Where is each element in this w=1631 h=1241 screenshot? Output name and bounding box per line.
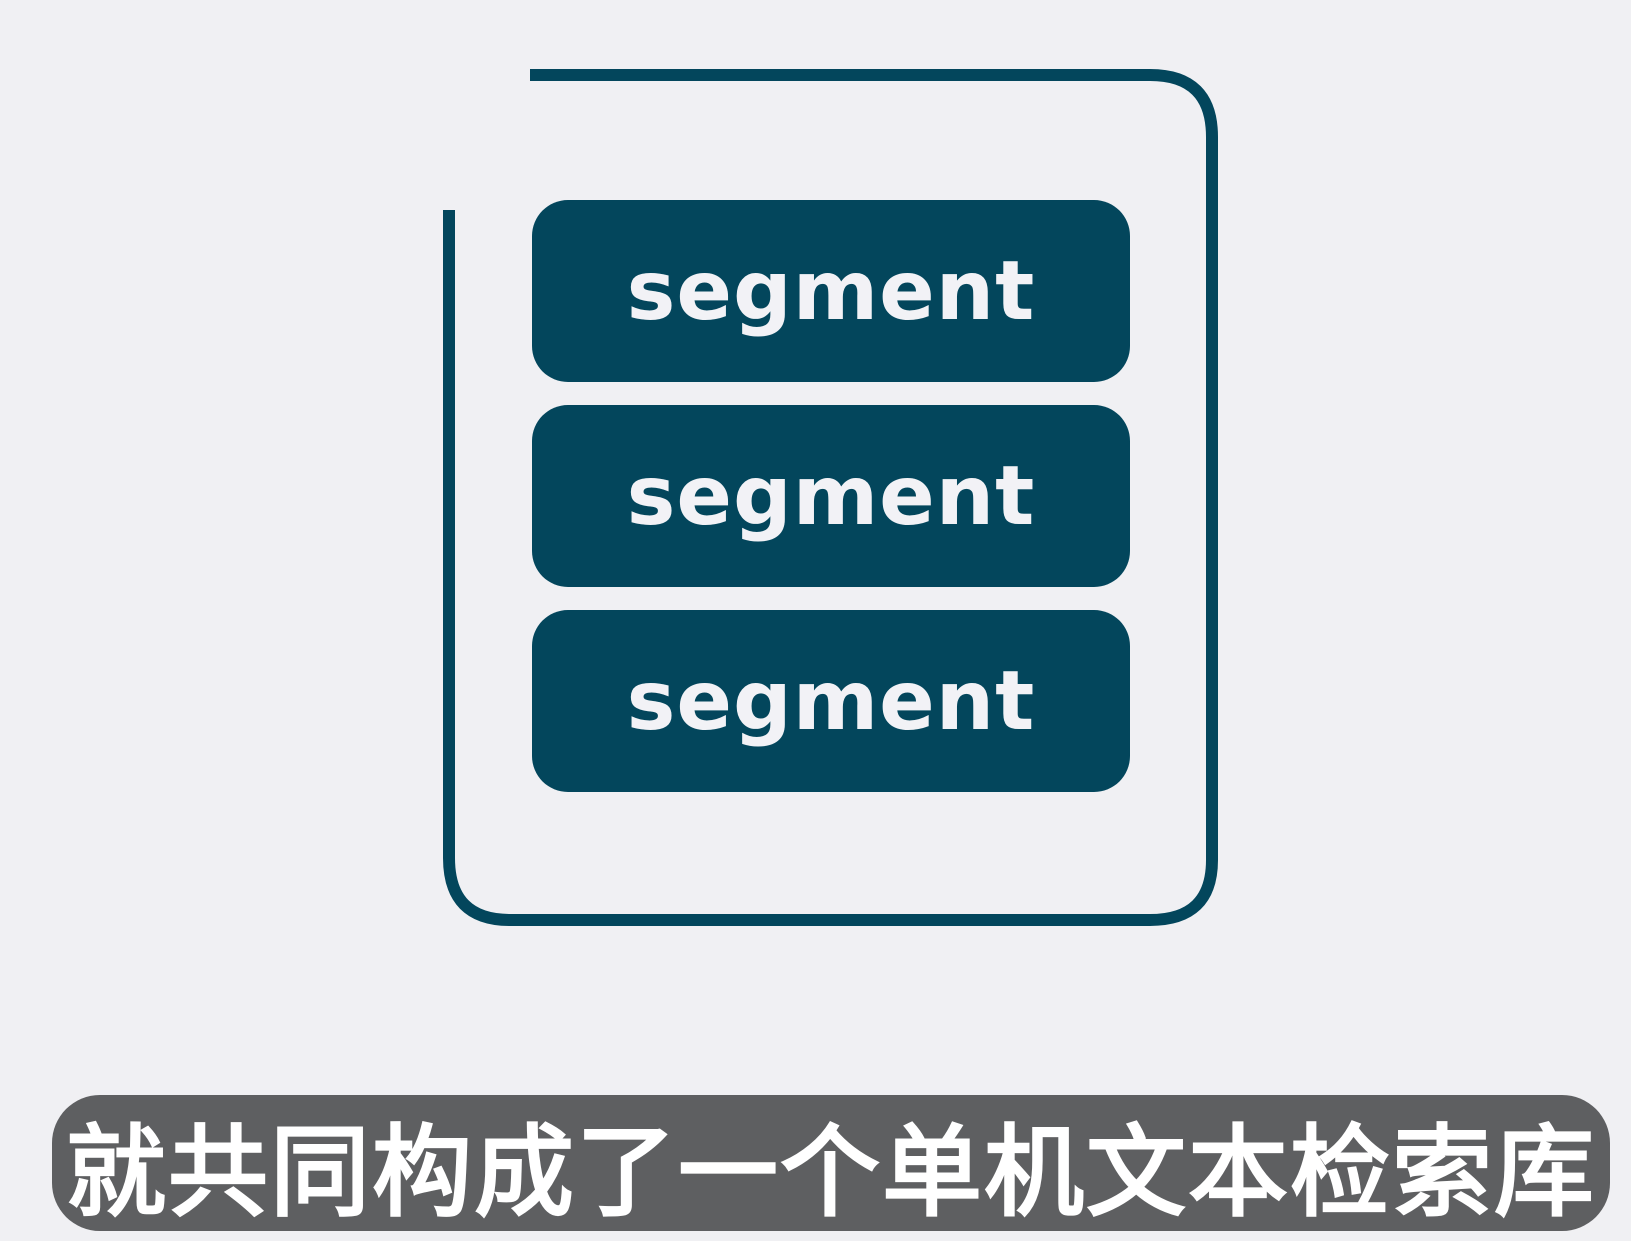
segment-block-3: segment [532, 610, 1130, 792]
segment-label: segment [626, 243, 1036, 339]
segment-label: segment [626, 448, 1036, 544]
segment-block-1: segment [532, 200, 1130, 382]
caption-text: 就共同构成了一个单机文本检索库 [66, 1113, 1596, 1231]
subtitle-caption: 就共同构成了一个单机文本检索库 [52, 1095, 1610, 1231]
segment-block-2: segment [532, 405, 1130, 587]
segment-label: segment [626, 653, 1036, 749]
